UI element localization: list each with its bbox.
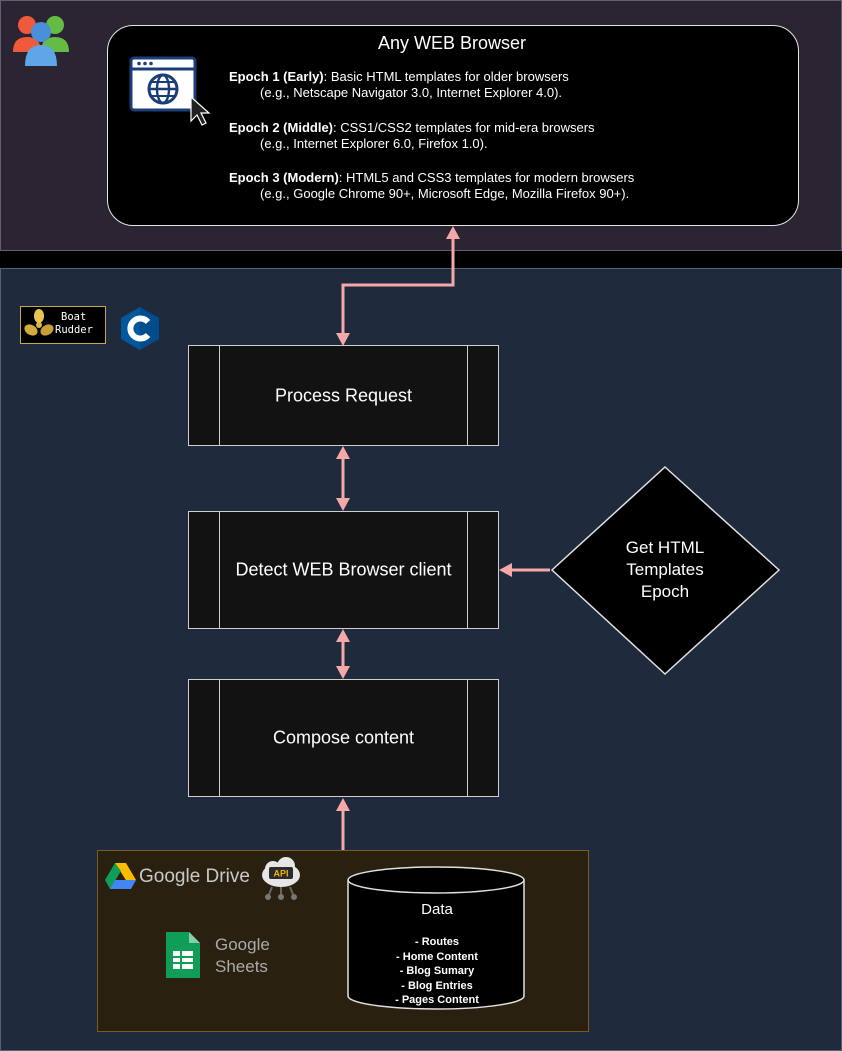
arrowhead bbox=[336, 333, 350, 346]
propeller-icon bbox=[24, 309, 54, 336]
cursor-icon bbox=[190, 95, 211, 126]
process-request-label: Process Request bbox=[274, 385, 413, 405]
web-browser-box bbox=[107, 25, 799, 226]
boat-rudder-logo bbox=[20, 306, 106, 344]
arrowhead bbox=[336, 498, 350, 511]
data-item: - Blog Sumary bbox=[399, 965, 475, 977]
arrowhead bbox=[446, 226, 460, 239]
data-items: - Routes - Home Content - Blog Sumary - … bbox=[349, 935, 525, 1008]
epoch-2-text: Epoch 2 (Middle): CSS1/CSS2 templates fo… bbox=[229, 120, 595, 151]
arrowhead bbox=[336, 798, 350, 811]
data-item: - Routes bbox=[415, 936, 459, 948]
arrowhead bbox=[499, 563, 512, 577]
api-badge-text: API bbox=[273, 869, 288, 879]
arrowhead bbox=[336, 446, 350, 459]
data-item: - Home Content bbox=[396, 950, 478, 963]
web-browser-icon bbox=[129, 56, 211, 126]
database-icon bbox=[347, 866, 525, 1010]
browser-title: Any WEB Browser bbox=[377, 33, 527, 53]
api-cloud-icon: API bbox=[262, 857, 300, 900]
decision-diamond bbox=[550, 465, 781, 676]
decision-label: Get HTML Templates Epoch bbox=[625, 538, 705, 601]
data-title: Data bbox=[421, 901, 453, 918]
compose-content-label: Compose content bbox=[272, 727, 415, 748]
google-sheets-label: Google Sheets bbox=[215, 935, 270, 976]
compose-content-step: Compose content bbox=[188, 679, 499, 797]
arrowhead bbox=[336, 629, 350, 642]
data-item: - Pages Content bbox=[395, 994, 479, 1006]
data-item: - Blog Entries bbox=[401, 979, 473, 992]
process-request-step: Process Request bbox=[188, 345, 499, 446]
arrowhead bbox=[336, 666, 350, 679]
boat-rudder-text: Boat Rudder bbox=[55, 311, 93, 336]
c-language-icon bbox=[121, 307, 159, 350]
epoch-1-text: Epoch 1 (Early): Basic HTML templates fo… bbox=[229, 69, 569, 100]
google-drive-icon bbox=[105, 863, 136, 889]
google-drive-label: Google Drive bbox=[139, 866, 250, 887]
detect-browser-step: Detect WEB Browser client bbox=[188, 511, 499, 629]
google-sheets-icon bbox=[166, 932, 200, 978]
users-icon bbox=[13, 16, 69, 66]
epoch-3-text: Epoch 3 (Modern): HTML5 and CSS3 templat… bbox=[229, 170, 635, 201]
detect-browser-label: Detect WEB Browser client bbox=[235, 559, 452, 580]
